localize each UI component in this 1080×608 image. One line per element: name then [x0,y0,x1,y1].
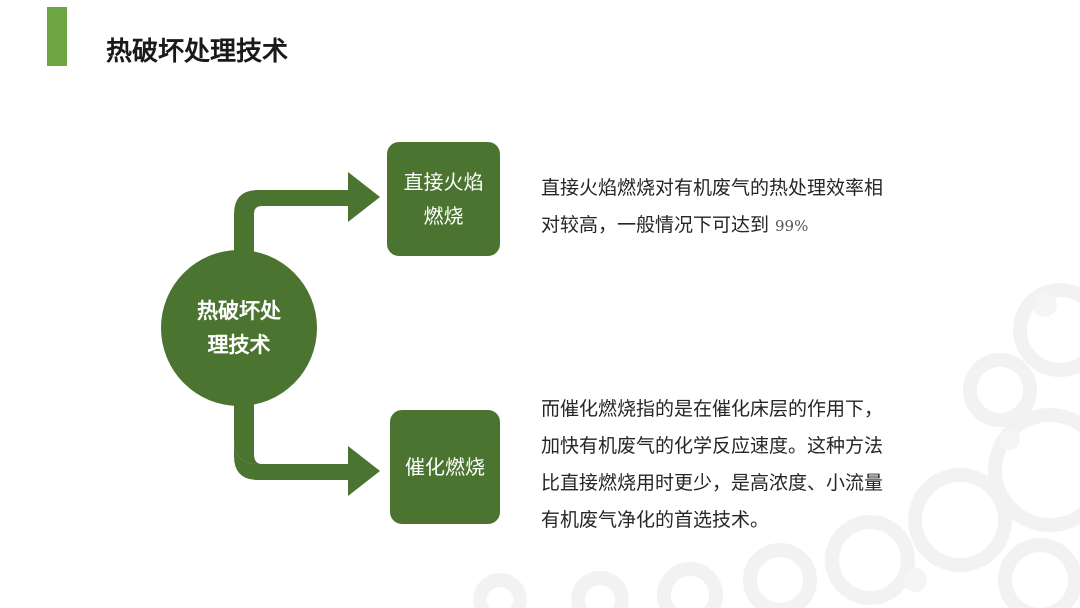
description-line: 比直接燃烧用时更少，是高浓度、小流量 [541,472,884,494]
direct-flame-label: 直接火焰燃烧 [403,170,484,228]
catalytic-description: 而催化燃烧指的是在催化床层的作用下， 加快有机废气的化学反应速度。这种方法 比直… [541,391,961,539]
arrow-to-direct-flame [234,172,380,256]
efficiency-value: 99% [775,217,809,235]
arrow-to-catalytic [234,400,380,496]
title-accent-bar [47,7,67,66]
center-node-label: 热破坏处理技术 [197,299,281,357]
page-title: 热破坏处理技术 [106,37,289,67]
center-node: 热破坏处理技术 [161,250,317,406]
description-line: 而催化燃烧指的是在催化床层的作用下， [541,398,884,420]
direct-flame-node: 直接火焰燃烧 [387,142,500,256]
catalytic-label: 催化燃烧 [405,455,485,479]
catalytic-node: 催化燃烧 [390,410,500,524]
description-line: 加快有机废气的化学反应速度。这种方法 [541,435,884,457]
description-line: 有机废气净化的首选技术。 [541,509,770,531]
description-line: 直接火焰燃烧对有机废气的热处理效率相 [541,177,884,199]
